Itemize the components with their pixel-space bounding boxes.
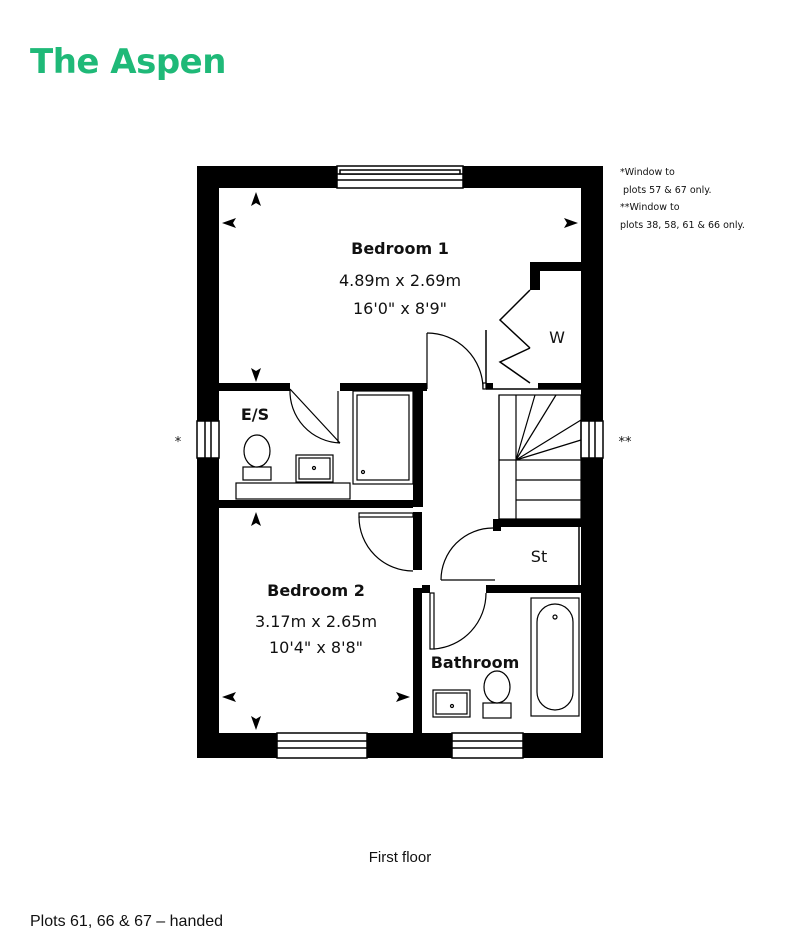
bath — [530, 597, 580, 717]
store-name: St — [531, 547, 547, 566]
window-bottom-left — [276, 732, 368, 759]
ensuite-basin — [295, 454, 334, 483]
bedroom2-metric: 3.17m x 2.65m — [255, 612, 377, 631]
ensuite-vanity — [235, 482, 351, 500]
staircase — [498, 394, 582, 520]
arrow-left-icon — [222, 692, 236, 702]
arrow-up-icon — [251, 512, 261, 526]
bathroom-fixtures — [432, 597, 580, 719]
bedroom2-name: Bedroom 2 — [267, 581, 365, 600]
note-line: plots 38, 58, 61 & 66 only. — [620, 219, 745, 231]
arrow-left-icon — [222, 218, 236, 228]
window-west — [196, 420, 220, 459]
west-window-marker: * — [175, 435, 182, 450]
ensuite-toilet — [242, 434, 272, 481]
wardrobe-outline — [485, 289, 581, 390]
door-ensuite — [289, 388, 341, 444]
note-line: **Window to — [620, 202, 680, 213]
bedroom1-imperial: 16'0" x 8'9" — [353, 299, 447, 318]
bathroom-toilet — [482, 670, 512, 719]
arrow-right-icon — [564, 218, 578, 228]
window-east — [580, 420, 604, 459]
door-bedroom2 — [358, 512, 414, 572]
plots-footer: Plots 61, 66 & 67 – handed — [30, 913, 224, 930]
floor-label: First floor — [368, 849, 432, 866]
arrow-right-icon — [396, 692, 410, 702]
note-line: *Window to — [620, 167, 675, 178]
wardrobe-name: W — [549, 328, 565, 347]
door-store — [440, 527, 495, 581]
window-top — [336, 165, 464, 189]
arrow-up-icon — [251, 192, 261, 206]
internal-walls — [219, 262, 581, 733]
door-bathroom — [429, 592, 487, 650]
shower-tray — [352, 390, 414, 485]
dimension-arrows — [222, 192, 578, 730]
ensuite-name: E/S — [241, 405, 269, 424]
windows — [196, 165, 604, 759]
door-swings — [289, 332, 495, 650]
window-notes: *Window to plots 57 & 67 only. **Window … — [620, 164, 745, 234]
bedroom1-name: Bedroom 1 — [351, 239, 449, 258]
outer-walls — [197, 166, 603, 758]
bathroom-basin — [432, 689, 471, 718]
page-title: The Aspen — [30, 42, 226, 82]
ensuite-fixtures — [235, 390, 414, 500]
east-window-marker: ** — [619, 435, 633, 450]
door-bedroom1 — [426, 332, 487, 390]
arrow-down-icon — [251, 368, 261, 382]
window-bottom-right — [451, 732, 524, 759]
arrow-down-icon — [251, 716, 261, 730]
note-line: plots 57 & 67 only. — [623, 184, 712, 196]
bedroom2-imperial: 10'4" x 8'8" — [269, 638, 363, 657]
bedroom1-metric: 4.89m x 2.69m — [339, 271, 461, 290]
bathroom-name: Bathroom — [431, 653, 520, 672]
